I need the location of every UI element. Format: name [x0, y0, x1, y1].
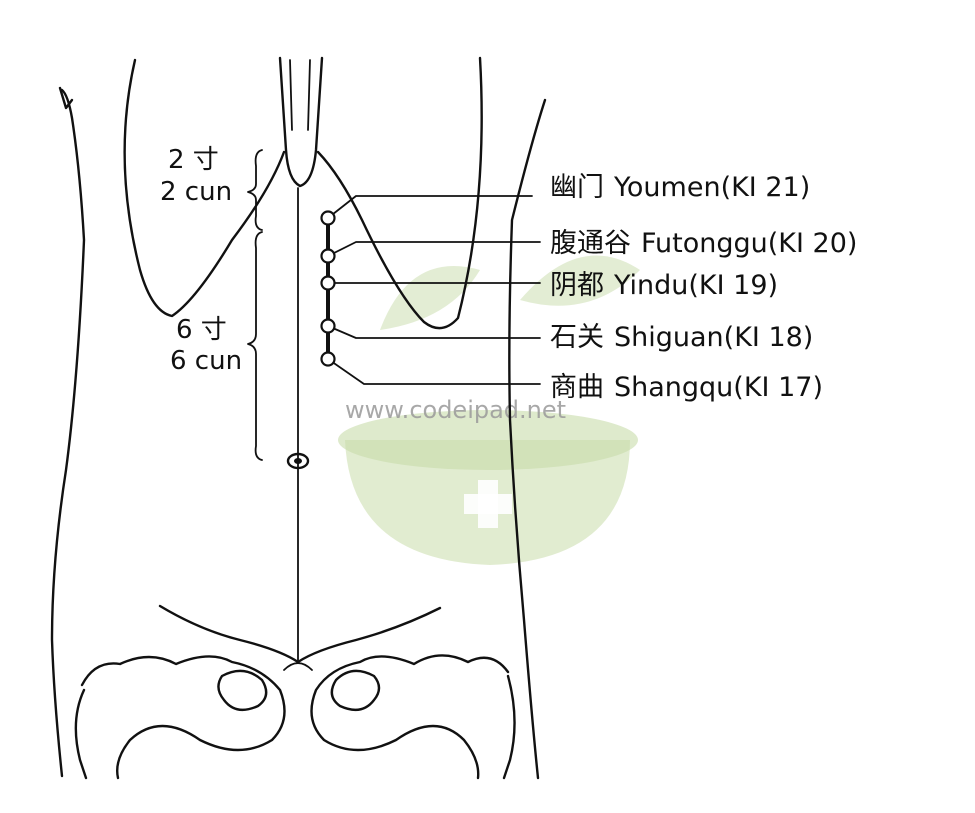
left-armpit-line: [58, 86, 74, 110]
measure-upper-cn: 2 寸: [168, 145, 219, 175]
acupoint-ki19: [320, 275, 336, 291]
sternum-inner: [289, 59, 311, 131]
label-ki19: 阴都 Yindu(KI 19): [550, 270, 778, 301]
acupoint-ki21: [320, 210, 336, 226]
label-ki21: 幽门 Youmen(KI 21): [550, 172, 810, 203]
label-ki17: 商曲 Shangqu(KI 17): [550, 372, 823, 403]
left-costal-arch: [123, 58, 286, 318]
leader-ki21: [327, 195, 533, 219]
watermark-text: www.codeipad.net: [345, 396, 566, 424]
bracket-2-cun: [247, 149, 263, 231]
leader-ki17: [327, 358, 541, 385]
acupoint-ki18: [320, 318, 336, 334]
measure-lower-en: 6 cun: [170, 346, 242, 376]
label-ki21-en: Youmen(KI 21): [613, 172, 810, 203]
label-ki19-cn: 阴都: [550, 270, 604, 301]
right-obturator: [330, 669, 381, 712]
label-ki21-cn: 幽门: [550, 172, 604, 203]
left-pelvis-inner: [74, 688, 88, 780]
sternum: [278, 56, 324, 188]
right-torso-outline: [508, 98, 547, 780]
label-ki17-cn: 商曲: [550, 372, 604, 403]
umbilicus: [286, 452, 310, 470]
right-costal-arch: [316, 56, 483, 330]
watermark-logo: [338, 255, 640, 565]
measure-upper-en: 2 cun: [160, 177, 232, 207]
label-ki20-en: Futonggu(KI 20): [641, 228, 857, 259]
label-ki19-en: Yindu(KI 19): [613, 270, 778, 301]
label-ki17-en: Shangqu(KI 17): [614, 372, 823, 403]
right-pelvis-inner: [502, 674, 516, 780]
bracket-6-cun: [247, 231, 263, 461]
acupoint-ki20: [320, 248, 336, 264]
label-ki20-cn: 腹通谷: [550, 228, 631, 259]
left-obturator: [217, 669, 268, 712]
label-ki18-en: Shiguan(KI 18): [614, 322, 813, 353]
left-pelvis: [80, 655, 286, 780]
pubic-symphysis: [283, 662, 313, 671]
label-ki18-cn: 石关: [550, 322, 604, 353]
label-ki18: 石关 Shiguan(KI 18): [550, 322, 813, 353]
acupoint-ki17: [320, 351, 336, 367]
leader-ki18: [327, 325, 541, 339]
left-torso-outline: [50, 88, 86, 778]
pelvic-brim: [158, 604, 442, 664]
measure-lower-cn: 6 寸: [176, 315, 227, 345]
right-pelvis: [310, 654, 510, 780]
label-ki20: 腹通谷 Futonggu(KI 20): [550, 228, 857, 259]
leader-ki20: [327, 241, 541, 257]
